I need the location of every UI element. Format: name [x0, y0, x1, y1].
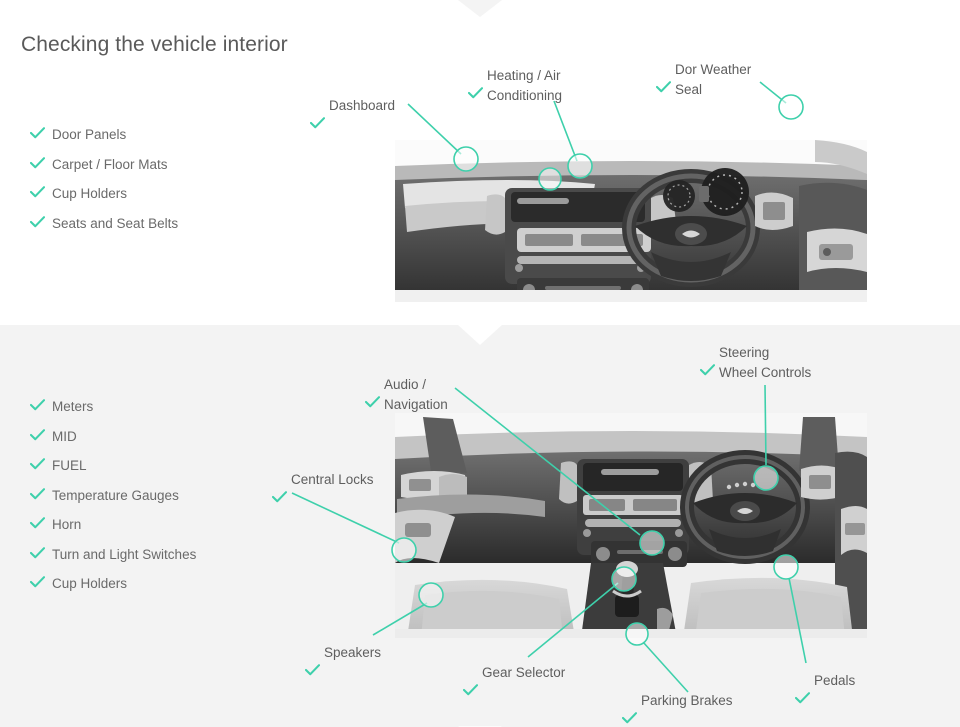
list-item-label: Door Panels — [52, 127, 127, 142]
list-item-label: Meters — [52, 399, 94, 414]
list-item-label: Turn and Light Switches — [52, 546, 197, 562]
list-item-label: Carpet / Floor Mats — [52, 156, 168, 172]
check-icon — [795, 671, 814, 723]
list-item[interactable]: Carpet / Floor Mats — [30, 156, 178, 172]
list-item-label: Cup Holders — [52, 576, 128, 591]
section-vehicle-interior: Checking the vehicle interior Door Panel… — [0, 0, 960, 325]
callout-heating-air-conditioning[interactable]: Heating / Air Conditioning — [468, 66, 562, 118]
section-divider-notch — [458, 325, 502, 345]
callout-label: Central Locks — [291, 472, 374, 487]
list-item[interactable]: Meters — [30, 399, 196, 414]
list-item-label: Seats and Seat Belts — [52, 215, 179, 231]
check-icon — [463, 663, 482, 715]
check-icon — [656, 60, 675, 112]
check-icon — [30, 487, 52, 500]
list-item[interactable]: Seats and Seat Belts — [30, 215, 179, 231]
check-icon — [30, 156, 52, 169]
list-item[interactable]: Turn and Light Switches — [30, 546, 197, 562]
list-item-label: Cup Holders — [52, 186, 128, 201]
list-item[interactable]: MID — [30, 428, 196, 444]
check-icon — [30, 127, 52, 139]
check-icon — [365, 375, 384, 427]
check-icon — [305, 643, 324, 695]
list-item[interactable]: Cup Holders — [30, 186, 178, 201]
callout-label: Gear Selector — [482, 665, 566, 680]
check-icon — [310, 96, 329, 148]
callout-pedals[interactable]: Pedals — [795, 671, 855, 723]
check-icon — [30, 517, 52, 529]
callout-audio-navigation[interactable]: Audio / Navigation — [365, 375, 448, 427]
list-item[interactable]: Horn — [30, 517, 196, 532]
callout-label: Audio / Navigation — [384, 377, 448, 412]
dashboard-photo — [395, 140, 867, 302]
callout-steering-wheel-controls[interactable]: Steering Wheel Controls — [700, 343, 811, 395]
list-item[interactable]: FUEL — [30, 458, 196, 473]
list-item[interactable]: Door Panels — [30, 127, 178, 142]
callout-central-locks[interactable]: Central Locks — [272, 470, 374, 522]
list-item-label: FUEL — [52, 458, 87, 473]
callout-door-weather-seal[interactable]: Dor Weather Seal — [656, 60, 751, 112]
callout-label: Speakers — [324, 645, 382, 660]
callout-gear-selector[interactable]: Gear Selector — [463, 663, 565, 715]
check-icon — [272, 470, 291, 522]
list-item[interactable]: Cup Holders — [30, 576, 196, 591]
callout-label: Steering Wheel Controls — [719, 345, 812, 380]
check-icon — [30, 458, 52, 470]
check-icon — [30, 546, 52, 559]
check-icon — [622, 691, 641, 727]
top-notch-arrow — [458, 0, 502, 17]
page-title: Checking the vehicle interior — [21, 33, 288, 56]
interior-photo — [395, 413, 867, 638]
list-item[interactable]: Temperature Gauges — [30, 487, 196, 503]
check-icon — [30, 399, 52, 411]
check-icon — [30, 186, 52, 198]
check-icon — [30, 428, 52, 441]
interior-illustration — [395, 413, 867, 638]
list-item-label: Temperature Gauges — [52, 487, 179, 503]
check-icon — [700, 343, 719, 395]
callout-label: Parking Brakes — [641, 693, 733, 708]
check-icon — [30, 215, 52, 228]
callout-label: Dashboard — [329, 98, 396, 113]
dashboard-illustration — [395, 140, 867, 302]
callout-speakers[interactable]: Speakers — [305, 643, 381, 695]
callout-parking-brakes[interactable]: Parking Brakes — [622, 691, 733, 727]
check-icon — [30, 576, 52, 588]
callout-dashboard[interactable]: Dashboard — [310, 96, 395, 148]
callout-label: Pedals — [814, 673, 856, 688]
callout-label: Dor Weather Seal — [675, 62, 752, 97]
callout-label: Heating / Air Conditioning — [487, 68, 563, 103]
check-icon — [468, 66, 487, 118]
list-item-label: Horn — [52, 517, 82, 532]
list-item-label: MID — [52, 428, 77, 444]
